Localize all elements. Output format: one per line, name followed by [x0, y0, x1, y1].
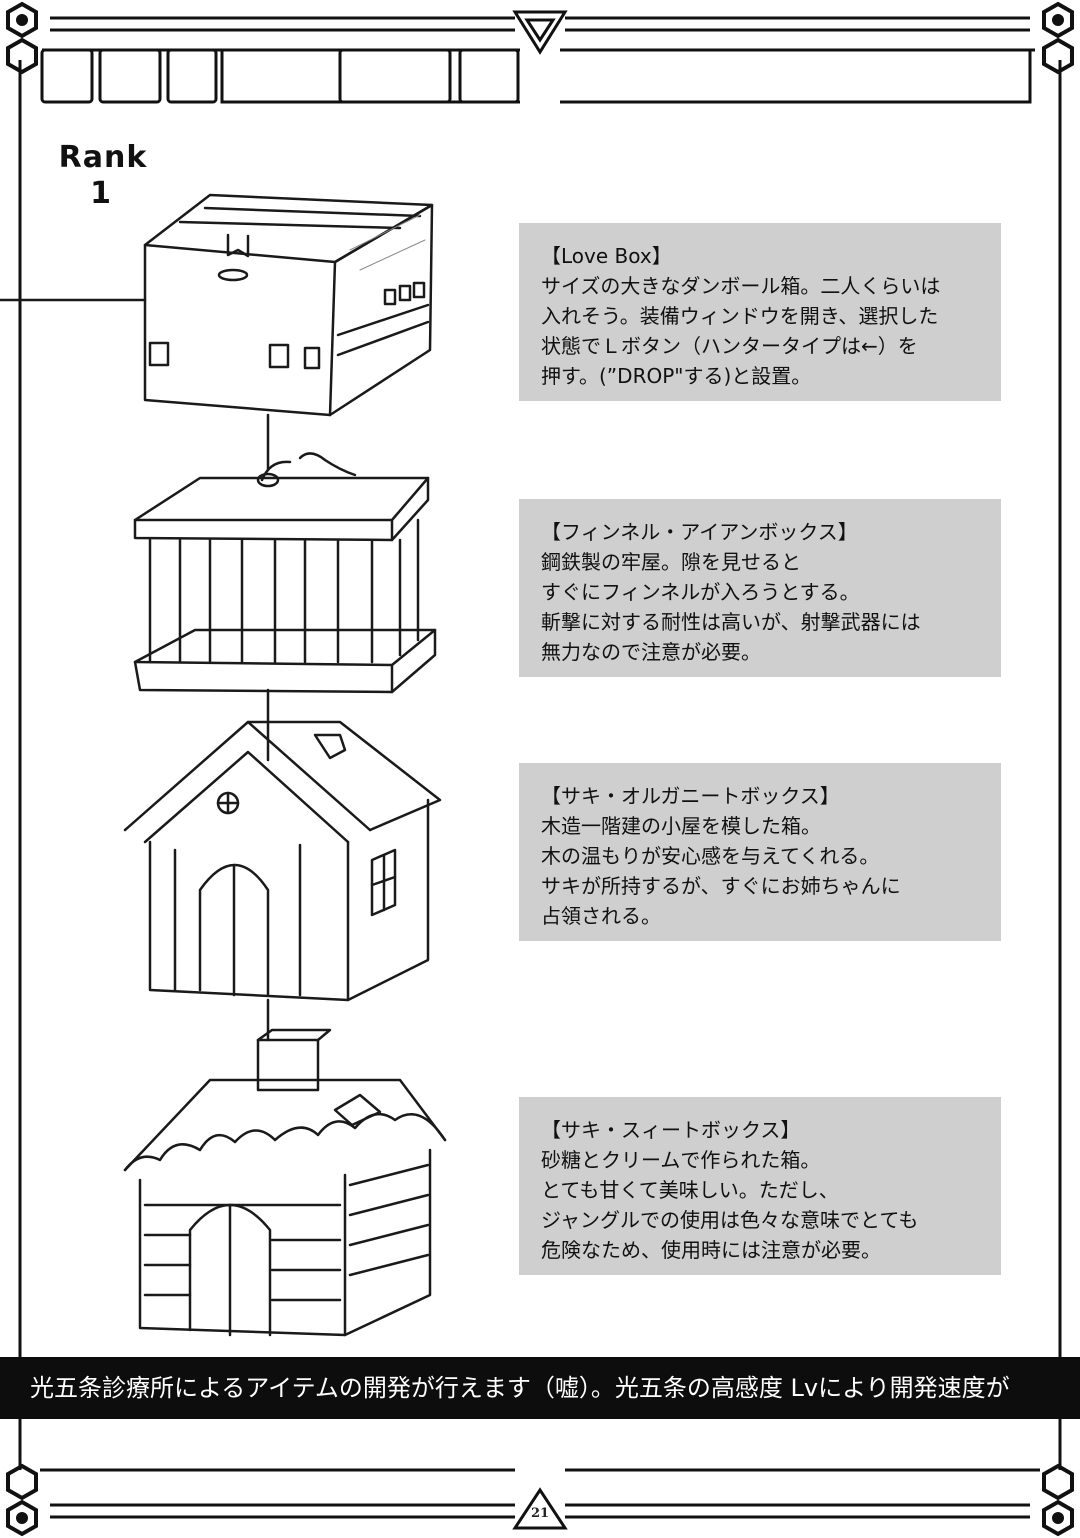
wooden-house-sketch — [123, 720, 442, 1002]
item-description: 鋼鉄製の牢屋。隙を見せると すぐにフィンネルが入ろうとする。 斬撃に対する耐性は… — [541, 550, 921, 664]
item-title: 【サキ・スィートボックス】 — [541, 1118, 801, 1142]
item-title: 【サキ・オルガニートボックス】 — [541, 784, 840, 808]
rank-title: Rank — [58, 140, 148, 175]
sweet-house-sketch — [123, 1028, 447, 1337]
item-description: 木造一階建の小屋を模した箱。 木の温もりが安心感を与えてくれる。 サキが所持する… — [541, 814, 901, 928]
rank-number: 1 — [90, 176, 112, 211]
iron-box-sketch — [133, 452, 437, 694]
item-title: 【フィンネル・アイアンボックス】 — [541, 520, 858, 544]
item-panel-sweet-box: 【サキ・スィートボックス】 砂糖とクリームで作られた箱。 とても甘くて美味しい。… — [519, 1097, 1001, 1275]
bottom-banner: 光五条診療所によるアイテムの開発が行えます（嘘）。光五条の高感度 Lvにより開発… — [0, 1357, 1080, 1419]
banner-text: 光五条診療所によるアイテムの開発が行えます（嘘）。光五条の高感度 Lvにより開発… — [30, 1374, 1010, 1402]
item-panel-organic-box: 【サキ・オルガニートボックス】 木造一階建の小屋を模した箱。 木の温もりが安心感… — [519, 763, 1001, 941]
item-panel-iron-box: 【フィンネル・アイアンボックス】 鋼鉄製の牢屋。隙を見せると すぐにフィンネルが… — [519, 499, 1001, 677]
rank-label: Rank 1 — [48, 140, 158, 212]
page-number: 21 — [530, 1506, 550, 1521]
item-title: 【Love Box】 — [541, 244, 672, 268]
item-panel-love-box: 【Love Box】 サイズの大きなダンボール箱。二人くらいは 入れそう。装備ウ… — [519, 223, 1001, 401]
item-description: 砂糖とクリームで作られた箱。 とても甘くて美味しい。ただし、 ジャングルでの使用… — [541, 1148, 919, 1262]
love-box-sketch — [143, 193, 434, 417]
item-description: サイズの大きなダンボール箱。二人くらいは 入れそう。装備ウィンドウを開き、選択し… — [541, 274, 941, 388]
